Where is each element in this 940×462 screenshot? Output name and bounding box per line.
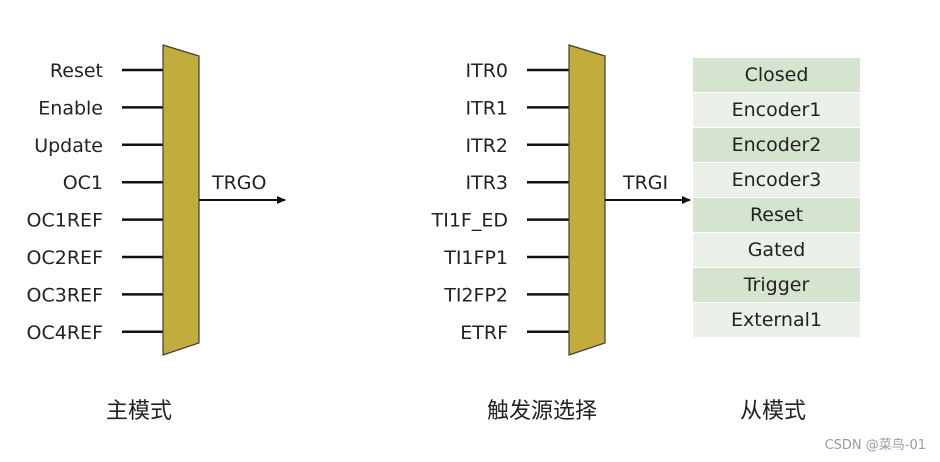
master-mode-mux <box>162 44 200 356</box>
master-input-label: OC2REF <box>27 247 103 269</box>
trigger-input-label: ITR3 <box>466 172 509 194</box>
slave-mode-row: Encoder2 <box>692 127 861 163</box>
slave-mode-row: Encoder3 <box>692 162 861 198</box>
slave-mode-cell: Encoder3 <box>692 162 861 198</box>
slave-mode-cell: Encoder1 <box>692 92 861 128</box>
trgi-label: TRGI <box>622 172 668 194</box>
trigger-input-label: ITR2 <box>466 135 509 157</box>
slave-mode-row: Closed <box>692 57 861 93</box>
slave-mode-row: Reset <box>692 197 861 233</box>
trigger-select-caption: 触发源选择 <box>487 399 598 424</box>
trigger-select-mux <box>568 44 606 356</box>
slave-mode-cell: Trigger <box>692 267 861 303</box>
trigger-input-label: ITR0 <box>466 60 509 82</box>
slave-mode-cell: Reset <box>692 197 861 233</box>
slave-mode-row: Gated <box>692 232 861 268</box>
slave-mode-row: External1 <box>692 302 861 338</box>
master-input-label: OC1REF <box>27 210 103 232</box>
slave-mode-caption: 从模式 <box>740 399 807 424</box>
master-input-label: OC1 <box>63 172 103 194</box>
master-input-label: Update <box>34 135 103 157</box>
master-input-label: Reset <box>50 60 103 82</box>
trigger-input-label: ETRF <box>460 322 508 344</box>
slave-mode-cell: Gated <box>692 232 861 268</box>
watermark: CSDN @菜鸟-01 <box>824 438 926 453</box>
master-input-label: OC4REF <box>27 322 103 344</box>
slave-mode-row: Encoder1 <box>692 92 861 128</box>
master-input-label: OC3REF <box>27 284 103 306</box>
master-mode-caption: 主模式 <box>106 399 173 424</box>
trigger-input-label: TI1F_ED <box>431 210 508 232</box>
master-input-label: Enable <box>38 97 103 119</box>
trigger-input-label: TI2FP2 <box>443 284 508 306</box>
trigger-input-label: ITR1 <box>466 97 509 119</box>
trigger-input-label: TI1FP1 <box>443 247 508 269</box>
slave-mode-cell: External1 <box>692 302 861 338</box>
slave-mode-row: Trigger <box>692 267 861 303</box>
slave-mode-cell: Closed <box>692 57 861 93</box>
slave-mode-cell: Encoder2 <box>692 127 861 163</box>
trgo-label: TRGO <box>211 172 267 194</box>
